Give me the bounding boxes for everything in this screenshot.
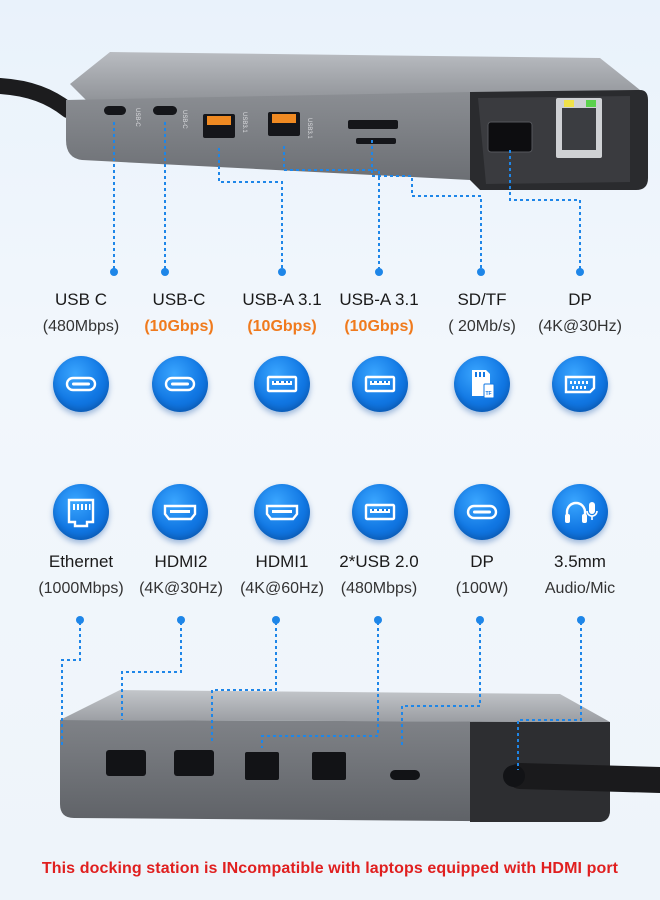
hdmi-icon <box>152 484 208 540</box>
port-label-audio: 3.5mm Audio/Mic <box>525 548 635 602</box>
port-spec: (100W) <box>455 580 509 597</box>
displayport-icon <box>552 356 608 412</box>
usb-c-icon <box>152 356 208 412</box>
port-spec: (10Gbps) <box>344 318 414 335</box>
usb-c-icon <box>53 356 109 412</box>
usb-a-icon <box>254 356 310 412</box>
port-label-sd-tf: SD/TF ( 20Mb/s) <box>427 286 537 340</box>
port-spec: (4K@60Hz) <box>240 580 324 597</box>
port-label-dp-pd: DP (100W) <box>427 548 537 602</box>
compatibility-notice: This docking station is INcompatible wit… <box>41 860 619 877</box>
port-name: DP <box>568 290 592 309</box>
port-spec: (1000Mbps) <box>38 580 124 597</box>
port-spec: (4K@30Hz) <box>139 580 223 597</box>
port-label-ethernet: Ethernet (1000Mbps) <box>26 548 136 602</box>
docking-station-top-view: USB-C USB-C USB3.1 USB3.1 <box>0 52 648 190</box>
port-label-hdmi2: HDMI2 (4K@30Hz) <box>126 548 236 602</box>
port-name: HDMI2 <box>154 552 208 571</box>
hdmi-icon <box>254 484 310 540</box>
port-name: USB-C <box>152 290 206 309</box>
port-label-dp: DP (4K@30Hz) <box>525 286 635 340</box>
svg-text:USB-C: USB-C <box>181 110 187 129</box>
svg-text:USB3.1: USB3.1 <box>306 118 312 139</box>
port-name: 3.5mm <box>554 552 606 571</box>
port-spec: (10Gbps) <box>247 318 317 335</box>
svg-text:USB3.1: USB3.1 <box>241 112 247 133</box>
docking-station-front-view <box>60 690 660 822</box>
port-spec: ( 20Mb/s) <box>448 318 516 335</box>
svg-text:TF: TF <box>486 391 492 397</box>
port-spec: Audio/Mic <box>544 580 616 597</box>
port-label-usb-2: 2*USB 2.0 (480Mbps) <box>324 548 434 602</box>
port-name: 2*USB 2.0 <box>339 552 419 571</box>
port-spec: (4K@30Hz) <box>538 318 622 335</box>
port-label-usb-a-2: USB-A 3.1 (10Gbps) <box>324 286 434 340</box>
ethernet-icon <box>53 484 109 540</box>
sd-card-icon: TF <box>454 356 510 412</box>
port-spec: (480Mbps) <box>340 580 418 597</box>
port-spec: (10Gbps) <box>144 318 214 335</box>
port-name: SD/TF <box>457 290 507 309</box>
port-label-usb-c-2: USB-C (10Gbps) <box>124 286 234 340</box>
port-name: Ethernet <box>48 552 114 571</box>
usb-c-icon <box>454 484 510 540</box>
usb-a-icon <box>352 356 408 412</box>
port-name: USB-A 3.1 <box>339 290 419 309</box>
port-spec: (480Mbps) <box>42 318 120 335</box>
usb-a-icon <box>352 484 408 540</box>
port-name: USB-A 3.1 <box>242 290 322 309</box>
headset-mic-icon <box>552 484 608 540</box>
port-name: DP <box>470 552 494 571</box>
port-name: HDMI1 <box>255 552 309 571</box>
port-label-hdmi1: HDMI1 (4K@60Hz) <box>227 548 337 602</box>
port-name: USB C <box>55 290 107 309</box>
port-label-usb-c-1: USB C (480Mbps) <box>26 286 136 340</box>
svg-text:USB-C: USB-C <box>134 108 140 127</box>
port-label-usb-a-1: USB-A 3.1 (10Gbps) <box>227 286 337 340</box>
